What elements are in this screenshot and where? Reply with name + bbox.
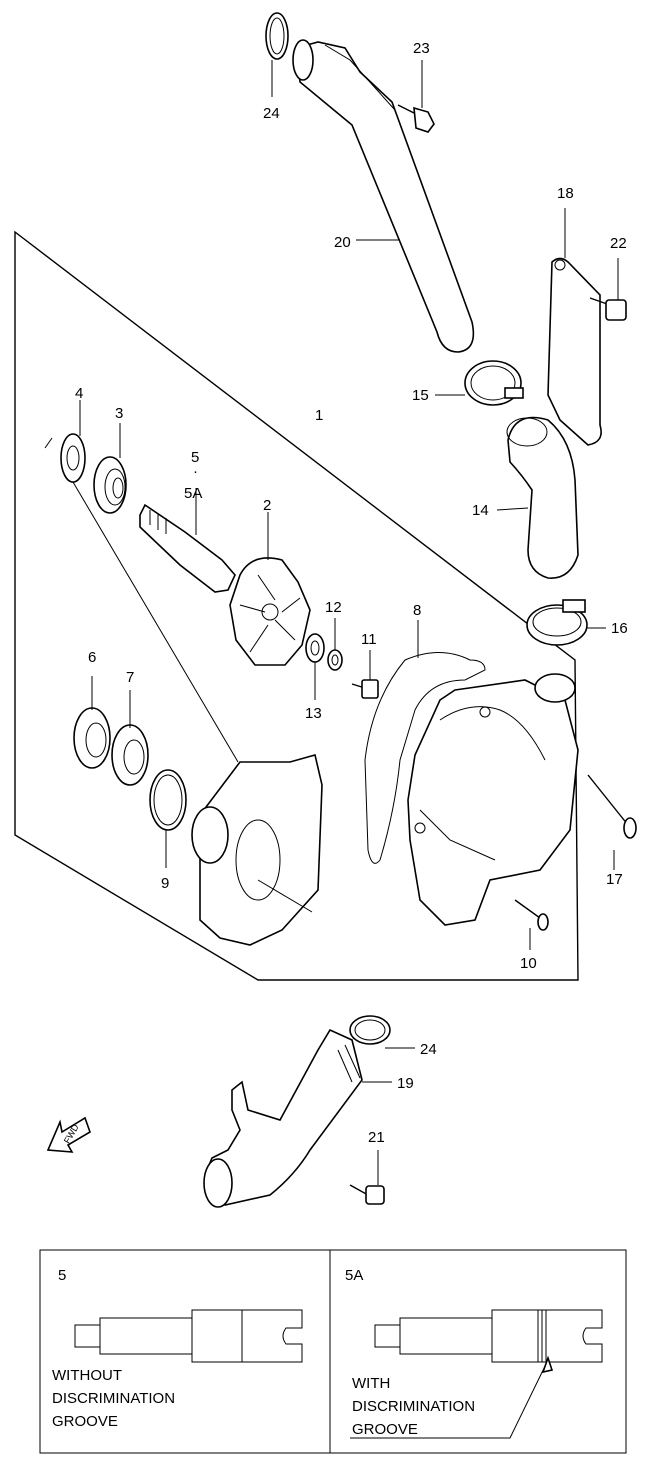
callout-22: 22 (610, 235, 627, 252)
part-17-bolt (587, 774, 637, 870)
part-14-hose (496, 416, 579, 579)
pump-case (191, 754, 323, 946)
part-22-bolt (589, 258, 627, 321)
callout-6: 6 (88, 649, 96, 666)
callout-15: 15 (412, 387, 429, 404)
part-13-washer (305, 633, 325, 700)
detail-5a-line-1: WITH (352, 1375, 390, 1392)
callout-5: 5 (191, 449, 199, 466)
callout-23: 23 (413, 40, 430, 57)
part-20-upper-pipe (292, 39, 475, 353)
detail-5a-line-3: GROOVE (352, 1421, 418, 1438)
detail-5-line-1: WITHOUT (52, 1367, 122, 1384)
fwd-arrow-icon: FWD (46, 1116, 91, 1153)
part-9-o-ring (149, 769, 187, 868)
detail-5-line-3: GROOVE (52, 1413, 118, 1430)
callout-3: 3 (115, 405, 123, 422)
detail-shaft-5a: 5A WITH DISCRIMINATION GROOVE (345, 1267, 603, 1439)
callout-12: 12 (325, 599, 342, 616)
part-12-washer (327, 618, 343, 671)
detail-5a-line-2: DISCRIMINATION (352, 1398, 475, 1415)
callout-13: 13 (305, 705, 322, 722)
detail-5-line-2: DISCRIMINATION (52, 1390, 175, 1407)
part-16-clamp (526, 599, 606, 646)
part-24-o-ring-bottom (349, 1015, 415, 1049)
part-3-mechanical-seal (93, 423, 127, 514)
callout-7: 7 (126, 669, 134, 686)
part-6-bearing (73, 676, 111, 769)
part-10-bolt (514, 899, 549, 950)
callout-14: 14 (472, 502, 489, 519)
callout-5-dot: · (193, 463, 198, 480)
detail-5-id: 5 (58, 1267, 66, 1284)
callout-4: 4 (75, 385, 83, 402)
callout-20: 20 (334, 234, 351, 251)
part-19-lower-pipe (203, 1028, 392, 1208)
part-8-gasket (364, 620, 486, 864)
pump-cover (407, 673, 579, 926)
part-11-bolt (351, 650, 379, 699)
part-7-bearing (111, 690, 149, 786)
callout-24-top: 24 (263, 105, 280, 122)
part-24-o-ring-top (265, 12, 289, 97)
callout-5a: 5A (184, 485, 202, 502)
detail-box (39, 1249, 627, 1454)
part-15-clamp (435, 360, 524, 406)
callout-8: 8 (413, 602, 421, 619)
part-23-bolt (397, 60, 435, 133)
callout-9: 9 (161, 875, 169, 892)
part-21-bolt (349, 1150, 385, 1205)
part-4-seal (44, 400, 239, 763)
detail-5a-id: 5A (345, 1267, 363, 1284)
part-18-guard (547, 208, 602, 446)
callout-19: 19 (397, 1075, 414, 1092)
detail-shaft-5: 5 WITHOUT DISCRIMINATION GROOVE (52, 1267, 303, 1430)
callout-16: 16 (611, 620, 628, 637)
callout-1: 1 (315, 407, 323, 424)
callout-10: 10 (520, 955, 537, 972)
callout-18: 18 (557, 185, 574, 202)
callout-21: 21 (368, 1129, 385, 1146)
callout-17: 17 (606, 871, 623, 888)
callout-24-bottom: 24 (420, 1041, 437, 1058)
callout-11: 11 (361, 631, 377, 648)
part-2-impeller (229, 512, 311, 666)
assembly-frame (14, 230, 579, 981)
part-5-shaft (139, 488, 236, 593)
callout-2: 2 (263, 497, 271, 514)
